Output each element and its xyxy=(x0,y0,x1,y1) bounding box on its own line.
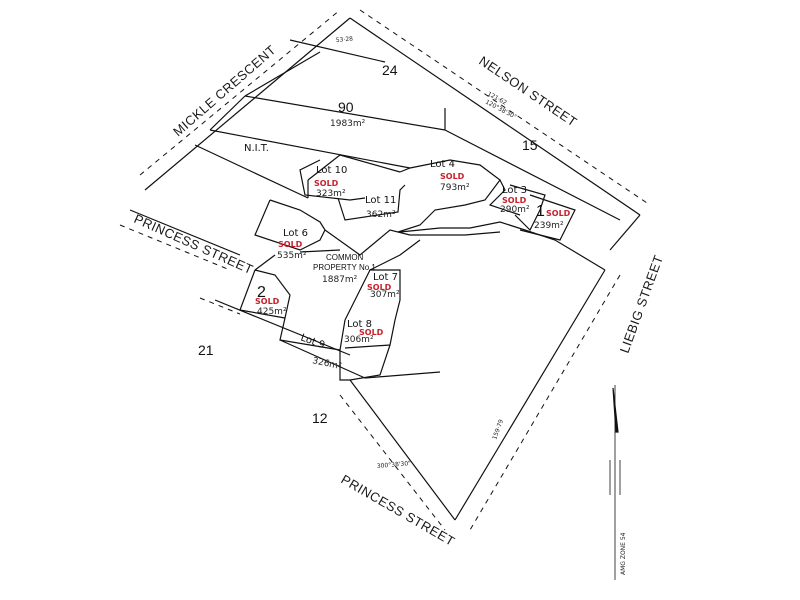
common-property-line2: PROPERTY No.1 xyxy=(313,263,376,272)
lot-10-area: 323m² xyxy=(316,189,346,199)
lot-6: Lot 6 SOLD 535m² xyxy=(277,228,308,261)
bearing-5: 159·79 xyxy=(491,418,505,440)
lot-4: Lot 4 SOLD 793m² xyxy=(430,159,470,193)
parcel-15: 15 xyxy=(522,137,538,153)
lot-7-sold: SOLD xyxy=(367,283,392,292)
lot-7-name: Lot 7 xyxy=(373,272,398,283)
lot-7: Lot 7 SOLD 307m² xyxy=(367,272,400,300)
lot-11: Lot 11 362m² xyxy=(365,195,396,220)
parcel-24: 24 xyxy=(382,62,398,78)
datum-label: AMG ZONE 54 xyxy=(620,532,627,575)
parcel-boundaries xyxy=(194,39,621,381)
lot-1-name: 1 xyxy=(536,203,545,220)
parcel-21: 21 xyxy=(198,342,214,358)
lot-8-sold: SOLD xyxy=(359,328,384,337)
lot-4-name: Lot 4 xyxy=(430,159,455,170)
lot-10-sold: SOLD xyxy=(314,179,339,188)
lot-8-name: Lot 8 xyxy=(347,319,372,330)
lot-11-name: Lot 11 xyxy=(365,195,396,206)
lot-1-area: 239m² xyxy=(534,221,564,231)
lot-1: 1 SOLD 239m² xyxy=(534,203,571,231)
lot-10-name: Lot 10 xyxy=(316,165,347,176)
lot-9-name: Lot 9 xyxy=(299,332,326,351)
lot-4-area: 793m² xyxy=(440,183,470,193)
parcel-90: 90 xyxy=(338,99,354,115)
lot-9: Lot 9 326m² xyxy=(299,332,343,372)
common-property: COMMON PROPERTY No.1 1887m² xyxy=(313,253,376,285)
lot-2: 2 SOLD 425m² xyxy=(255,284,287,317)
bearing-4: 300°38'30" xyxy=(377,460,412,470)
common-property-area: 1887m² xyxy=(322,275,358,285)
common-property-line1: COMMON xyxy=(326,253,364,262)
lot-8-area: 306m² xyxy=(344,335,374,345)
lot-8: Lot 8 SOLD 306m² xyxy=(344,319,384,345)
lot-3: Lot 3 SOLD 290m² xyxy=(500,185,530,215)
lot-2-area: 425m² xyxy=(257,307,287,317)
lot-7-area: 307m² xyxy=(370,290,400,300)
lot-6-sold: SOLD xyxy=(278,240,303,249)
north-arrow: AMG ZONE 54 xyxy=(609,385,627,580)
street-boundaries xyxy=(119,9,651,531)
parcel-12: 12 xyxy=(312,410,328,426)
street-princess-west: PRINCESS STREET xyxy=(132,211,256,277)
lot-6-area: 535m² xyxy=(277,251,307,261)
parcel-nit: N.I.T. xyxy=(244,143,269,154)
lot-1-sold: SOLD xyxy=(546,209,571,218)
lot-4-sold: SOLD xyxy=(440,172,465,181)
bearing-1: 53·28 xyxy=(336,36,354,44)
lot-3-name: Lot 3 xyxy=(502,185,527,196)
parcel-90-area: 1983m² xyxy=(330,119,366,129)
street-princess-south: PRINCESS STREET xyxy=(339,472,458,549)
lot-2-sold: SOLD xyxy=(255,297,280,306)
lot-3-area: 290m² xyxy=(500,205,530,215)
lot-3-sold: SOLD xyxy=(502,196,527,205)
street-liebig: LIEBIG STREET xyxy=(617,253,666,355)
lot-6-name: Lot 6 xyxy=(283,228,308,239)
lot-11-area: 362m² xyxy=(366,210,396,220)
lot-2-name: 2 xyxy=(257,284,266,301)
lot-10: Lot 10 SOLD 323m² xyxy=(314,165,347,199)
lot-9-area: 326m² xyxy=(311,356,342,372)
